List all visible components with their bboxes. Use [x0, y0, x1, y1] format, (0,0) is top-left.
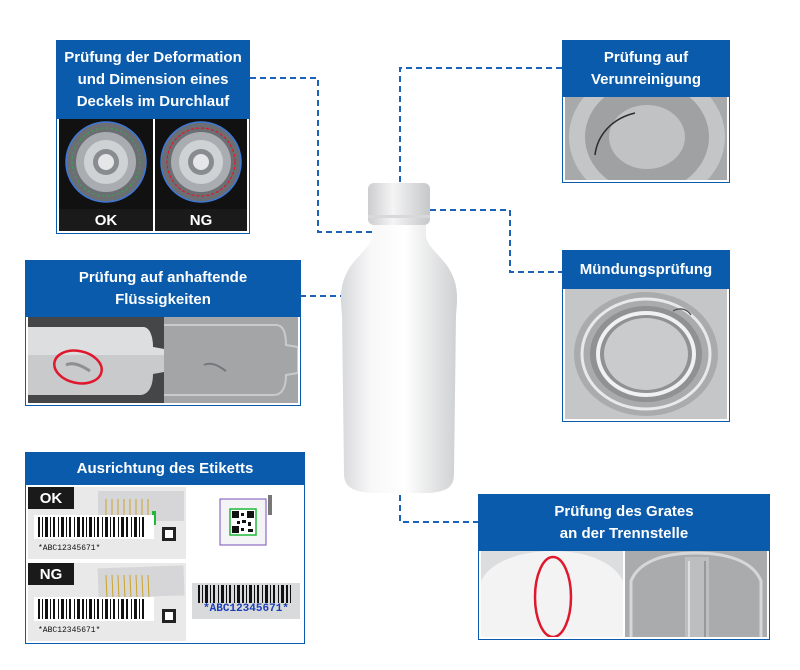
panel-title: Prüfung auf anhaftende Flüssigkeiten	[26, 261, 300, 317]
contamination-image	[565, 97, 727, 180]
title-line: und Dimension eines	[77, 71, 229, 88]
burr-processed-image	[625, 551, 767, 637]
panel-mouth: Mündungsprüfung	[562, 250, 730, 422]
title-line: Flüssigkeiten	[115, 291, 211, 308]
panel-label: Ausrichtung des Etiketts	[25, 452, 305, 644]
bottle-image	[340, 183, 458, 493]
title-line: Ausrichtung des Etiketts	[76, 460, 254, 477]
panel-title: Mündungsprüfung	[563, 251, 729, 289]
burr-photo-image	[481, 551, 623, 637]
panel-contamination: Prüfung auf Verunreinigung	[562, 40, 730, 183]
title-line: Verunreinigung	[590, 71, 701, 88]
liquid-processed-image	[164, 317, 298, 403]
barcode-text-detail: *ABC12345671*	[203, 603, 289, 615]
panel-title: Prüfung des Grates an der Trennstelle	[479, 495, 769, 551]
ok-label: OK	[28, 487, 74, 509]
title-line: Mündungsprüfung	[579, 261, 713, 278]
panel-title: Prüfung auf Verunreinigung	[563, 41, 729, 97]
cap-ng-image: NG	[155, 119, 247, 231]
title-line: an der Trennstelle	[559, 525, 689, 542]
label-ng-image: NG *ABC12345671*	[28, 563, 186, 641]
mouth-image	[565, 289, 727, 419]
title-line: Prüfung des Grates	[554, 503, 694, 520]
title-line: Prüfung der Deformation	[64, 49, 242, 66]
panel-title: Ausrichtung des Etiketts	[26, 453, 304, 485]
ng-label: NG	[155, 209, 247, 231]
ng-label: NG	[28, 563, 74, 585]
ok-label: OK	[59, 209, 153, 231]
panel-title: Prüfung der Deformation und Dimension ei…	[57, 41, 249, 119]
panel-deformation: Prüfung der Deformation und Dimension ei…	[56, 40, 250, 234]
label-ok-image: OK *ABC12345671*	[28, 487, 186, 559]
barcode-detail-image: *ABC12345671*	[192, 583, 300, 619]
liquid-dark-image	[28, 317, 164, 403]
panel-burr: Prüfung des Grates an der Trennstelle	[478, 494, 770, 640]
panel-liquids: Prüfung auf anhaftende Flüssigkeiten	[25, 260, 301, 406]
title-line: Deckels im Durchlauf	[76, 93, 230, 110]
qr-code-image	[190, 489, 300, 555]
barcode-text-ng: *ABC12345671*	[38, 626, 101, 635]
cap-ok-image: OK	[59, 119, 153, 231]
title-line: Prüfung auf anhaftende	[78, 269, 248, 286]
title-line: Prüfung auf	[603, 49, 689, 66]
barcode-text-ok: *ABC12345671*	[38, 544, 101, 553]
